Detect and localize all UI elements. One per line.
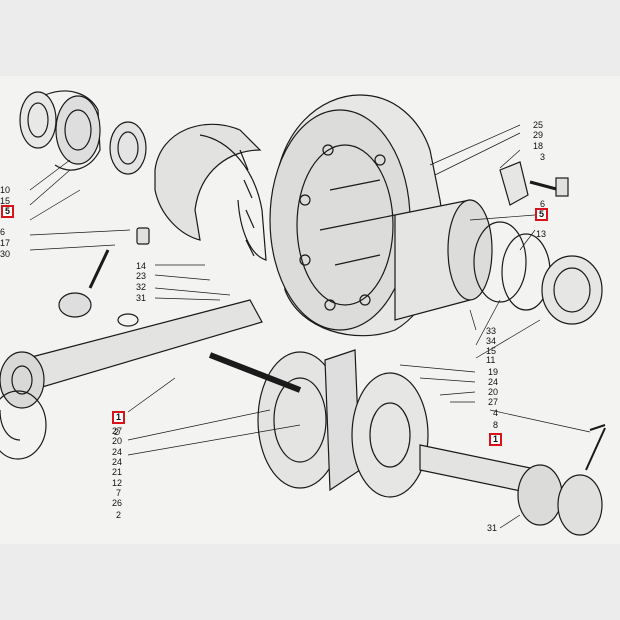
callout-7: 7	[116, 488, 122, 498]
highlight-1-right[interactable]: 1	[489, 433, 502, 446]
callout-31: 31	[136, 293, 147, 303]
leader-lines	[29, 124, 591, 529]
left-bearing-assembly	[19, 90, 147, 175]
callout-4: 4	[493, 408, 499, 418]
callout-29: 29	[533, 130, 544, 140]
callout-6r: 6	[540, 199, 546, 209]
callout-2b: 2	[116, 510, 122, 520]
crown-gear	[154, 123, 267, 261]
drive-shaft	[0, 299, 263, 460]
callout-15: 15	[0, 196, 11, 206]
highlight-5-right[interactable]: 5	[535, 208, 548, 221]
callout-21: 21	[112, 467, 123, 477]
callout-6: 6	[0, 227, 6, 237]
callout-24: 24	[112, 447, 123, 457]
callout-10: 10	[0, 185, 11, 195]
callout-18: 18	[533, 141, 544, 151]
callout-34: 34	[486, 336, 497, 346]
callout-27r: 27	[488, 397, 499, 407]
callout-11: 11	[486, 355, 496, 365]
callout-2: 2	[114, 427, 120, 437]
callout-30: 30	[0, 249, 11, 259]
callout-33: 33	[486, 326, 497, 336]
callout-20: 20	[112, 436, 123, 446]
callout-25: 25	[533, 120, 544, 130]
callout-14: 14	[136, 261, 147, 271]
callout-31r: 31	[487, 523, 498, 533]
callout-20r: 20	[488, 387, 499, 397]
callout-23: 23	[136, 271, 147, 281]
callout-24r: 24	[488, 377, 499, 387]
callout-32: 32	[136, 282, 147, 292]
callout-3: 3	[540, 152, 546, 162]
callout-12: 12	[112, 478, 123, 488]
callout-19: 19	[488, 367, 499, 377]
small-parts	[58, 161, 569, 327]
callout-15r: 15	[486, 346, 497, 356]
lower-differential	[208, 349, 606, 536]
callout-26: 26	[112, 498, 123, 508]
callout-27: 27	[112, 426, 123, 436]
callout-17: 17	[0, 238, 11, 248]
right-axle-tube	[394, 199, 603, 325]
highlight-1-center[interactable]: 1	[112, 411, 125, 424]
highlight-5-left[interactable]: 5	[1, 205, 14, 218]
callout-24c: 24	[112, 457, 123, 467]
callout-8: 8	[493, 420, 499, 430]
callout-13: 13	[536, 229, 547, 239]
